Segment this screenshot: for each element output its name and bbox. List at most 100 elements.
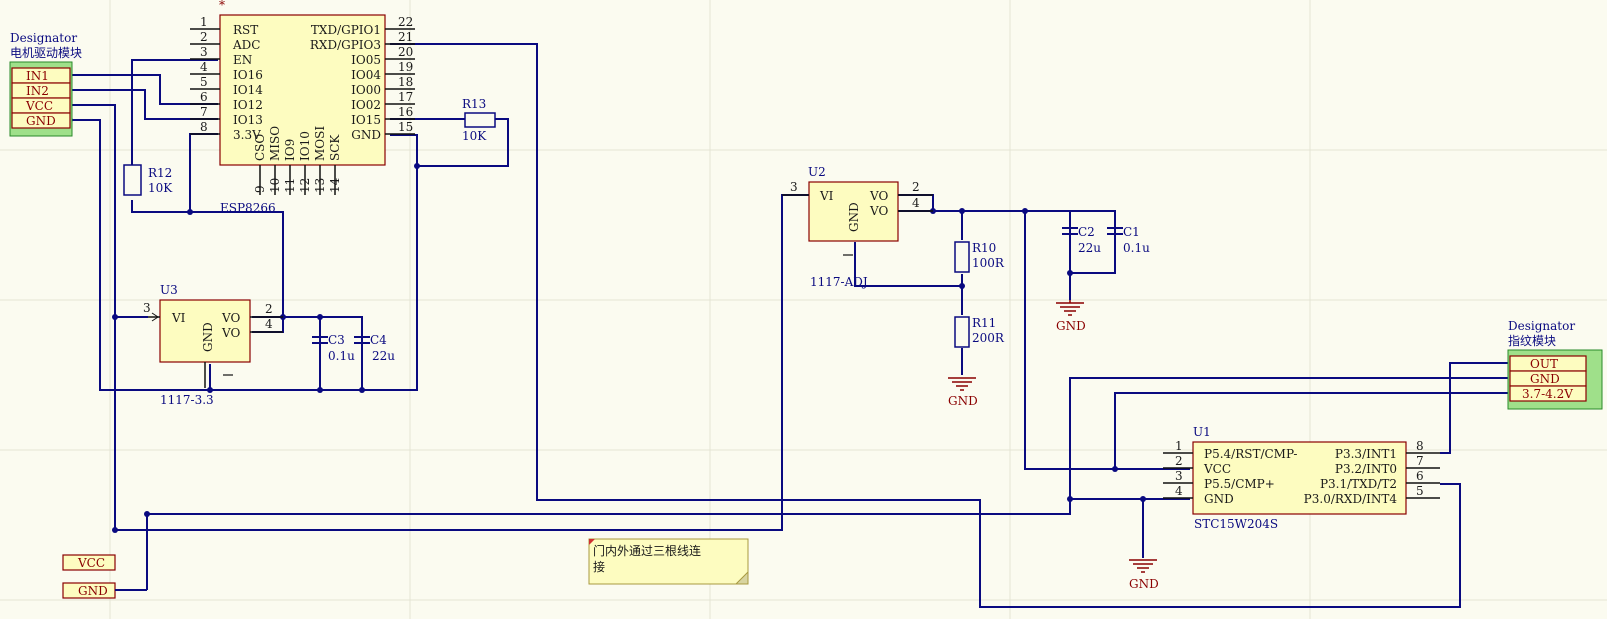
esp8266-body (219, 14, 386, 166)
u3-vo2: VO (221, 326, 240, 340)
esp-pin-label: IO16 (233, 68, 263, 82)
u1-pin-label: P5.5/CMP+ (1204, 477, 1275, 491)
esp-pin-label: IO15 (351, 113, 381, 127)
capacitor-c4[interactable]: C4 22u (354, 333, 395, 363)
motor-designator: Designator (10, 31, 77, 45)
u3-ref: U3 (160, 283, 178, 297)
finger-designator: Designator (1508, 319, 1575, 333)
esp-pin-num: 1 (200, 15, 208, 29)
esp-pin-num: 17 (398, 90, 413, 104)
u2-pin2: 2 (912, 180, 920, 194)
esp-pin-num: 5 (200, 75, 208, 89)
resistor-r10[interactable]: R10 100R (954, 241, 1005, 273)
fingerprint-connector[interactable]: Designator 指纹模块 OUT GND 3.7-4.2V (1507, 319, 1603, 410)
u1-pin-num: 1 (1175, 439, 1183, 453)
r13-value: 10K (462, 129, 487, 143)
resistor-r12[interactable]: R12 10K (123, 164, 173, 196)
motor-pin-in1: IN1 (26, 69, 49, 83)
gnd-label-u1: GND (1129, 577, 1159, 591)
u2-pin3: 3 (790, 180, 798, 194)
c2-value: 22u (1078, 241, 1101, 255)
capacitor-c1[interactable]: C1 0.1u (1107, 225, 1150, 255)
finger-title: 指纹模块 (1508, 333, 1556, 348)
motor-pin-gnd: GND (26, 114, 56, 128)
u1-pin-num: 2 (1175, 454, 1183, 468)
u1-pin-label: P5.4/RST/CMP- (1204, 447, 1297, 461)
c4-ref: C4 (370, 333, 387, 347)
r13-ref: R13 (462, 97, 486, 111)
esp-pin-label: SCK (328, 134, 342, 161)
esp-pin-label: IO9 (283, 139, 297, 161)
u1-pin-label: GND (1204, 492, 1234, 506)
r12-ref: R12 (148, 166, 172, 180)
esp-pin-label: MISO (268, 126, 282, 161)
esp8266-star: * (219, 0, 225, 12)
esp-pin-label: IO13 (233, 113, 263, 127)
esp-pin-num: 22 (398, 15, 413, 29)
esp-pin-label: IO04 (351, 68, 381, 82)
note-box[interactable]: 门内外通过三根线连 接 (588, 538, 749, 585)
gnd-label-r11: GND (948, 394, 978, 408)
c3-ref: C3 (328, 333, 345, 347)
esp-pin-label: EN (233, 53, 252, 67)
regulator-u3[interactable]: U3 3 VI VO VO 2 4 GND 1117-3.3 (143, 283, 283, 407)
esp-pin-num: 11 (283, 178, 297, 193)
esp-pin-num: 19 (398, 60, 413, 74)
resistor-r11[interactable]: R11 200R (954, 316, 1005, 348)
port-vcc[interactable]: VCC (62, 554, 116, 571)
u2-pin4: 4 (912, 196, 920, 210)
resistor-r13[interactable]: R13 10K (462, 97, 496, 143)
u3-part: 1117-3.3 (160, 393, 214, 407)
capacitor-c2[interactable]: C2 22u (1062, 225, 1101, 255)
gnd-symbol-r11: GND (948, 377, 978, 408)
port-gnd[interactable]: GND (62, 582, 147, 599)
capacitor-c3[interactable]: C3 0.1u (312, 333, 355, 363)
esp-pin-num: 15 (398, 120, 413, 134)
u2-vo1: VO (869, 189, 888, 203)
esp-pin-label: IO12 (233, 98, 263, 112)
u2-part: 1117-ADJ (810, 275, 868, 289)
esp-pin-num: 3 (200, 45, 208, 59)
esp-pin-num: 12 (298, 178, 312, 193)
esp-pin-label: ADC (232, 38, 260, 52)
u3-vi: VI (171, 311, 186, 325)
u1-pin-num: 7 (1416, 454, 1424, 468)
esp-pin-num: 6 (200, 90, 208, 104)
r10-ref: R10 (972, 241, 996, 255)
finger-pin-out: OUT (1530, 357, 1558, 371)
esp-pin-label: MOSI (313, 126, 327, 161)
port-gnd-label: GND (78, 584, 108, 598)
note-line2: 接 (593, 559, 605, 574)
regulator-u2[interactable]: U2 3 VI VO VO 2 4 GND 1117-ADJ (782, 165, 933, 289)
u1-part: STC15W204S (1194, 517, 1278, 531)
esp-pin-num: 4 (200, 60, 208, 74)
esp-pin-label: RST (233, 23, 258, 37)
u3-pin2: 2 (265, 302, 273, 316)
u1-pin-num: 5 (1416, 484, 1424, 498)
motor-pin-vcc: VCC (25, 99, 53, 113)
motor-driver-connector[interactable]: Designator 电机驱动模块 IN1 IN2 VCC GND (9, 31, 82, 137)
esp-pin-num: 14 (328, 177, 342, 193)
u2-gnd: GND (847, 202, 861, 232)
finger-pin-gnd: GND (1530, 372, 1560, 386)
u1-pin-num: 6 (1416, 469, 1424, 483)
note-line1: 门内外通过三根线连 (593, 543, 701, 558)
u1-pin-label: P3.1/TXD/T2 (1320, 477, 1397, 491)
u1-pin-num: 8 (1416, 439, 1424, 453)
c2-ref: C2 (1078, 225, 1095, 239)
u1-pin-label: P3.0/RXD/INT4 (1304, 492, 1398, 506)
motor-pin-in2: IN2 (26, 84, 49, 98)
esp-pin-num: 2 (200, 30, 208, 44)
esp-pin-label: IO05 (351, 53, 381, 67)
esp-pin-label: IO14 (233, 83, 263, 97)
esp-pin-num: 8 (200, 120, 208, 134)
gnd-symbol-u1: GND (1129, 559, 1159, 591)
u1-pin-label: VCC (1203, 462, 1231, 476)
port-vcc-label: VCC (77, 556, 105, 570)
esp-pin-num: 10 (268, 178, 282, 193)
motor-title: 电机驱动模块 (10, 46, 82, 60)
